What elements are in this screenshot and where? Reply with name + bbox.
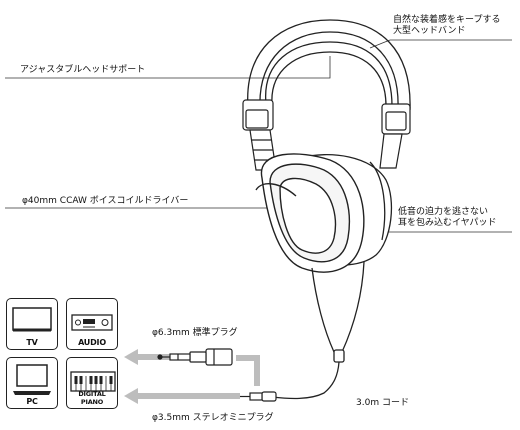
- device-pc-label: PC: [26, 397, 38, 406]
- flow-arrows: [138, 354, 260, 399]
- callout-earpad: 低音の迫力を逃さない 耳を包み込むイヤパッド: [398, 207, 497, 229]
- cord: [271, 261, 365, 400]
- device-digital-piano: DIGITAL PIANO: [66, 357, 118, 409]
- callout-plug-3-5mm: φ3.5mm ステレオミニプラグ: [152, 413, 274, 423]
- device-digital-piano-label: DIGITAL PIANO: [78, 390, 106, 406]
- device-audio-label: AUDIO: [78, 338, 106, 347]
- plug-3-5mm: [233, 391, 277, 402]
- piano-icon: [70, 371, 116, 392]
- arrow-heads: [124, 349, 138, 404]
- right-slider: [379, 103, 411, 169]
- callout-headband: 自然な装着感をキープする 大型ヘッドバンド: [393, 15, 500, 37]
- callout-earpad-line1: 低音の迫力を逃さない: [398, 207, 489, 217]
- device-pc: PC: [6, 357, 58, 409]
- left-earcup: [255, 153, 365, 273]
- callout-line-headband: [369, 39, 512, 49]
- pc-icon: [13, 364, 51, 395]
- headband: [247, 19, 411, 111]
- callout-cord: 3.0m コード: [356, 398, 409, 408]
- callout-headband-line2: 大型ヘッドバンド: [393, 26, 466, 36]
- tv-icon: [12, 307, 52, 332]
- callout-driver: φ40mm CCAW ボイスコイルドライバー: [22, 196, 189, 206]
- device-audio: AUDIO: [66, 298, 118, 350]
- callout-plug-6-3mm: φ6.3mm 標準プラグ: [152, 328, 238, 338]
- callout-line-adjust: [5, 56, 331, 79]
- callout-headband-line1: 自然な装着感をキープする: [393, 15, 501, 25]
- plug-6-3mm: [157, 348, 233, 366]
- device-tv-label: TV: [26, 338, 38, 347]
- callout-line-driver: [5, 207, 286, 216]
- callout-earpad-line2: 耳を包み込むイヤパッド: [398, 218, 497, 228]
- callout-adjust: アジャスタブルヘッドサポート: [20, 65, 146, 75]
- device-tv: TV: [6, 298, 58, 350]
- audio-icon: [71, 314, 113, 331]
